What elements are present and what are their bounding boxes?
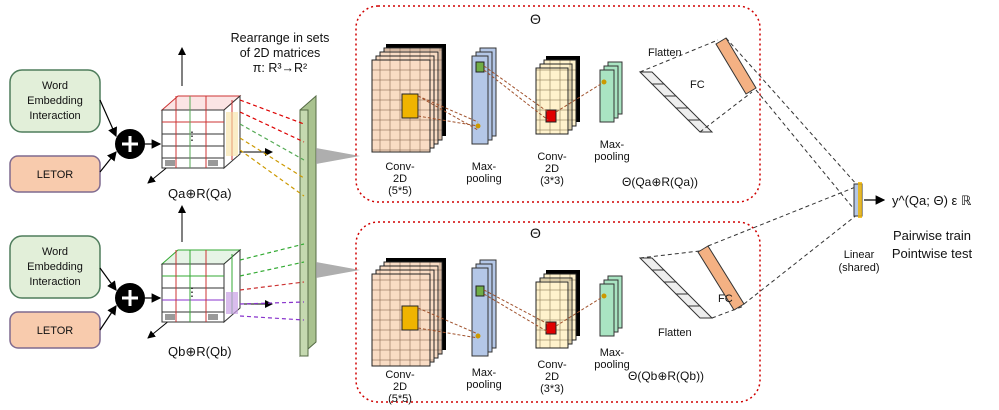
letor-label-bottom: LETOR bbox=[37, 325, 74, 337]
conv2-top-l2: 2D bbox=[545, 163, 559, 175]
linear-label-1: Linear bbox=[844, 249, 875, 261]
cube-label-top: Qa⊕R(Qa) bbox=[168, 186, 232, 201]
flatten-label-top: Flatten bbox=[648, 47, 682, 59]
conv1-stack-top bbox=[371, 44, 446, 153]
word-embedding-label-top-2: Embedding bbox=[27, 95, 83, 107]
flatten-label-bottom: Flatten bbox=[658, 327, 692, 339]
conv2-top-l3: (3*3) bbox=[540, 175, 564, 187]
pool1-stack-bottom bbox=[471, 259, 497, 357]
conv2-stack-top bbox=[535, 56, 580, 135]
funnel-top bbox=[316, 148, 360, 164]
pool2-bottom-l1: Max- bbox=[600, 347, 625, 359]
output-label-top: Θ(Qa⊕R(Qa)) bbox=[622, 175, 698, 189]
pool1-stack-top bbox=[471, 47, 497, 145]
pool1-bottom-l2: pooling bbox=[466, 379, 501, 391]
linear-label-2: (shared) bbox=[839, 262, 880, 274]
rearrange-label-3: π: R³→R² bbox=[253, 61, 307, 75]
output-label-bottom: Θ(Qb⊕R(Qb)) bbox=[628, 369, 704, 383]
conv1-bottom-l1: Conv- bbox=[385, 369, 415, 381]
tensor-cube-top: ⋮ bbox=[147, 47, 273, 184]
theta-bottom: Θ bbox=[530, 225, 541, 241]
word-embedding-box-bottom bbox=[9, 235, 101, 299]
letor-label-top: LETOR bbox=[37, 169, 74, 181]
fc-label-top: FC bbox=[690, 79, 705, 91]
conv2-bottom-l2: 2D bbox=[545, 371, 559, 383]
pool2-stack-top bbox=[599, 61, 623, 123]
tensor-cube-bottom: ⋮ bbox=[147, 205, 273, 339]
word-embedding-label-bottom-3: Interaction bbox=[29, 276, 80, 288]
word-embedding-label-bottom-1: Word bbox=[42, 246, 68, 258]
letor-box-top bbox=[9, 155, 101, 193]
flatten-bottom bbox=[638, 257, 714, 319]
input-bottom-group: Word Embedding Interaction LETOR bbox=[9, 205, 273, 359]
conv2-bottom-l1: Conv- bbox=[537, 359, 567, 371]
pool1-top-l2: pooling bbox=[466, 173, 501, 185]
svg-text:⋮: ⋮ bbox=[186, 129, 198, 143]
conv1-stack-bottom bbox=[371, 258, 446, 367]
result-label: y^(Qa; Θ) ε ℝ bbox=[892, 193, 972, 208]
pool2-top-l2: pooling bbox=[594, 151, 629, 163]
flatten-top bbox=[638, 71, 714, 133]
conv2-top-l1: Conv- bbox=[537, 151, 567, 163]
conv1-top-l3: (5*5) bbox=[388, 185, 412, 197]
conv2-stack-bottom bbox=[535, 270, 580, 349]
word-embedding-label-top-3: Interaction bbox=[29, 110, 80, 122]
cube-label-bottom: Qb⊕R(Qb) bbox=[168, 344, 232, 359]
training-label-2: Pointwise test bbox=[892, 246, 973, 261]
linear-layer bbox=[853, 182, 863, 218]
conv1-top-l1: Conv- bbox=[385, 161, 415, 173]
rearrange-label-1: Rearrange in sets bbox=[231, 31, 330, 45]
funnel-bottom bbox=[316, 262, 360, 278]
theta-top: Θ bbox=[530, 11, 541, 27]
rearrange-label-2: of 2D matrices bbox=[240, 46, 321, 60]
network-bottom-frame bbox=[355, 221, 761, 403]
network-top-frame bbox=[355, 5, 761, 203]
pool2-stack-bottom bbox=[599, 275, 623, 337]
word-embedding-label-top-1: Word bbox=[42, 80, 68, 92]
svg-text:⋮: ⋮ bbox=[186, 285, 198, 299]
training-label-1: Pairwise train bbox=[893, 228, 971, 243]
conv2-bottom-l3: (3*3) bbox=[540, 383, 564, 395]
pool2-top-l1: Max- bbox=[600, 139, 625, 151]
conv1-top-l2: 2D bbox=[393, 173, 407, 185]
pool1-top-l1: Max- bbox=[472, 161, 497, 173]
pool1-bottom-l1: Max- bbox=[472, 367, 497, 379]
fc-label-bottom: FC bbox=[718, 293, 733, 305]
word-embedding-label-bottom-2: Embedding bbox=[27, 261, 83, 273]
conv1-bottom-l2: 2D bbox=[393, 381, 407, 393]
pool2-bottom-l2: pooling bbox=[594, 359, 629, 371]
rearrange-bar bbox=[299, 94, 317, 358]
fc-layer-top bbox=[715, 37, 757, 95]
input-top-group: Word Embedding Interaction LETOR bbox=[9, 47, 273, 201]
conv1-bottom-l3: (5*5) bbox=[388, 393, 412, 405]
